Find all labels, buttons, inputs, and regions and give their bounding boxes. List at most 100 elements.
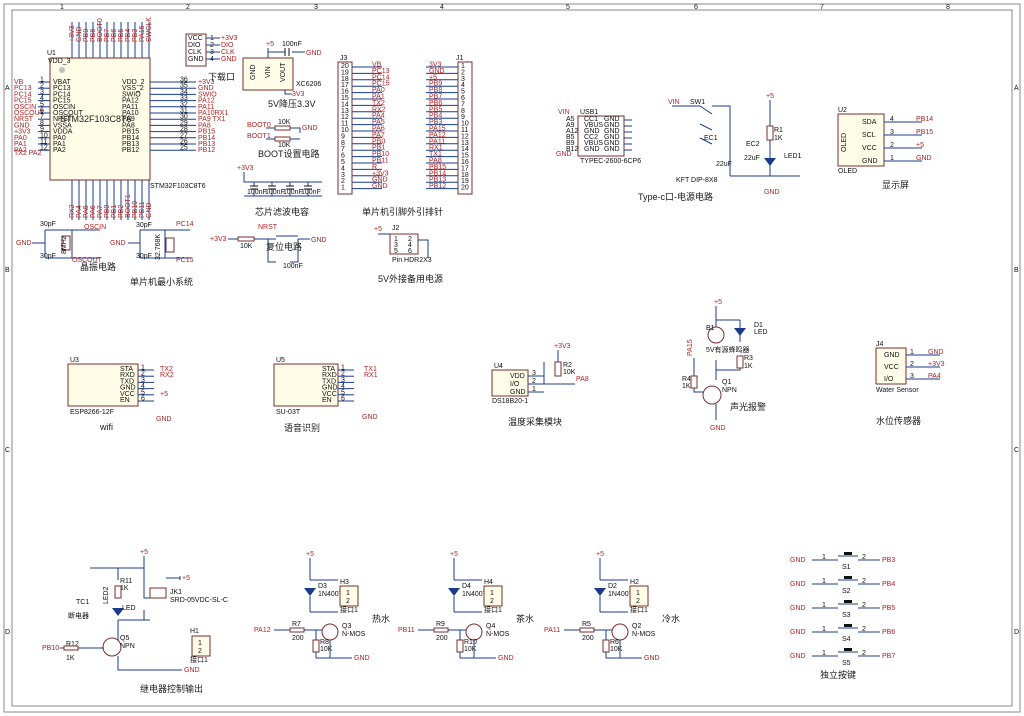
- j1-rows: 13V32GND3+54PB95PB86PB77PB68PB59PB410PB3…: [426, 62, 469, 192]
- relay-coil: [149, 587, 167, 599]
- border-col-labels: 1 2 3 4 5 6 7 8: [60, 4, 950, 11]
- relay-led-txt: LED: [122, 605, 136, 612]
- mcu-left-num: 9: [40, 126, 44, 133]
- j3-ref: J3: [340, 55, 348, 62]
- j1-net: TX1: [429, 151, 442, 158]
- j3-num: 9: [341, 133, 345, 140]
- mcu-top-net: PB4: [125, 29, 132, 42]
- j1-num: 17: [461, 165, 469, 172]
- decap-wires: [243, 172, 322, 197]
- crystal-32k: [165, 237, 175, 253]
- alarm-r3-ref: R3: [744, 355, 753, 362]
- mcu-left-net: PC13: [14, 85, 32, 92]
- relay-res: [114, 585, 122, 599]
- col-label: 2: [186, 4, 190, 11]
- temp-net: +3V3: [554, 343, 571, 350]
- crystal-pc14: PC14: [176, 221, 194, 228]
- ldo-chip: [242, 57, 294, 91]
- reset-res-val: 10K: [240, 243, 253, 250]
- relay-h1-pin: 1: [198, 640, 202, 647]
- water-pin-name: VCC: [884, 364, 899, 371]
- relay-led: [112, 608, 124, 616]
- j3-net: +3V3: [372, 170, 389, 177]
- button-net: PB3: [882, 557, 895, 564]
- tea-h-ref: H4: [484, 579, 493, 586]
- mcu-right-inner: PB13: [122, 141, 139, 148]
- mcu-right-num: 29: [180, 120, 188, 127]
- hot-h-pin: 2: [346, 598, 350, 605]
- j1-net: PB8: [429, 87, 442, 94]
- voice-gnd: GND: [362, 414, 378, 421]
- power-block: VIN SW1 KFT DIP-8X8 EC1 22uF EC2 22uF +5…: [638, 93, 802, 202]
- j1-net: PA8: [429, 158, 442, 165]
- j1-net: PA15: [429, 126, 446, 133]
- download-pin-name: DIO: [188, 42, 201, 49]
- oled-name: OLED: [841, 133, 848, 152]
- j1-net: GND: [429, 68, 445, 75]
- water-part: Water Sensor: [876, 387, 919, 394]
- boot0-net: BOOT0: [247, 122, 271, 129]
- button-ref: S1: [842, 564, 851, 571]
- j1-num: 8: [461, 108, 465, 115]
- j3-net: R: [372, 164, 377, 171]
- hot-diode-txt: 1N4007: [318, 591, 343, 598]
- tea-mos: [465, 623, 483, 641]
- mcu-extra-left: TX2 PA2: [14, 150, 42, 157]
- cold-diode-txt: 1N4007: [608, 591, 633, 598]
- j1-num: 14: [461, 146, 469, 153]
- ext5v-pin: 5: [394, 248, 398, 255]
- j3-num: 18: [341, 76, 349, 83]
- temp-pin-num: 2: [532, 378, 536, 385]
- relay-base-wire: [60, 647, 182, 671]
- voice-pins-num: 1: [341, 365, 345, 372]
- tea-gate-res-val: 200: [436, 635, 448, 642]
- cold-diode-ref: D2: [608, 583, 617, 590]
- j3-num: 3: [341, 172, 345, 179]
- reset-wires: [228, 238, 310, 263]
- wifi-pins-num: 2: [141, 371, 145, 378]
- mcu-left-net: PC14: [14, 91, 32, 98]
- j1-num: 19: [461, 178, 469, 185]
- ldo-block: +5 100nF GND GND VIN VOUT XC6206 3V3 5V降…: [242, 41, 322, 109]
- cold-h-pin: 1: [636, 590, 640, 597]
- mcu-left-net: NRST: [14, 116, 34, 123]
- water-title: 水位传感器: [876, 415, 921, 426]
- tea-h-pin: 2: [490, 598, 494, 605]
- alarm-wires: [715, 306, 741, 380]
- mcu-bottom-net: PA7: [97, 205, 104, 218]
- mcu-bottom-net: PB10: [132, 201, 139, 218]
- button-pin: 1: [822, 578, 826, 585]
- ext5v-pin: 6: [408, 248, 412, 255]
- j3-net: GND: [372, 183, 388, 190]
- cold-h-pin: 2: [636, 598, 640, 605]
- row-label: D: [5, 629, 10, 636]
- j3-num: 17: [341, 82, 349, 89]
- oled-pin-num: 2: [890, 142, 894, 149]
- ldo-out-wire: [284, 90, 292, 95]
- j3-net: PA5: [372, 119, 385, 126]
- cold-pump-block: +5D21N4007H212接口1冷水PA11R5200Q2N-MOSR610K…: [544, 551, 680, 662]
- mcu-bottom-net: PB2: [118, 205, 125, 218]
- relay-net5: +5: [140, 549, 148, 556]
- oled-pin-name: SCL: [862, 132, 876, 139]
- crystal32-wires: [128, 229, 190, 259]
- power-sw: SW1: [690, 99, 705, 106]
- wifi-pins-net: RX2: [160, 372, 174, 379]
- ext5v-pin: 2: [408, 236, 412, 243]
- relay-pb: PB10: [42, 645, 59, 652]
- wifi-pins-num: 4: [141, 383, 145, 390]
- sheet-inner-border: [11, 9, 1013, 707]
- mcu-left-inner: OSCOUT: [53, 110, 84, 117]
- tea-diode: [448, 588, 460, 596]
- j3-net: PA7: [372, 132, 385, 139]
- j3-net: PA0: [372, 87, 385, 94]
- j1-net: PA12: [429, 132, 446, 139]
- voice-pins-name: VCC: [322, 391, 337, 398]
- ldo-vin-net: +5: [266, 41, 274, 48]
- tea-pull-res-val: 10K: [464, 646, 477, 653]
- voice-part: SU-03T: [276, 409, 301, 416]
- mcu-left-inner: PC14: [53, 91, 71, 98]
- col-label: 6: [694, 4, 698, 11]
